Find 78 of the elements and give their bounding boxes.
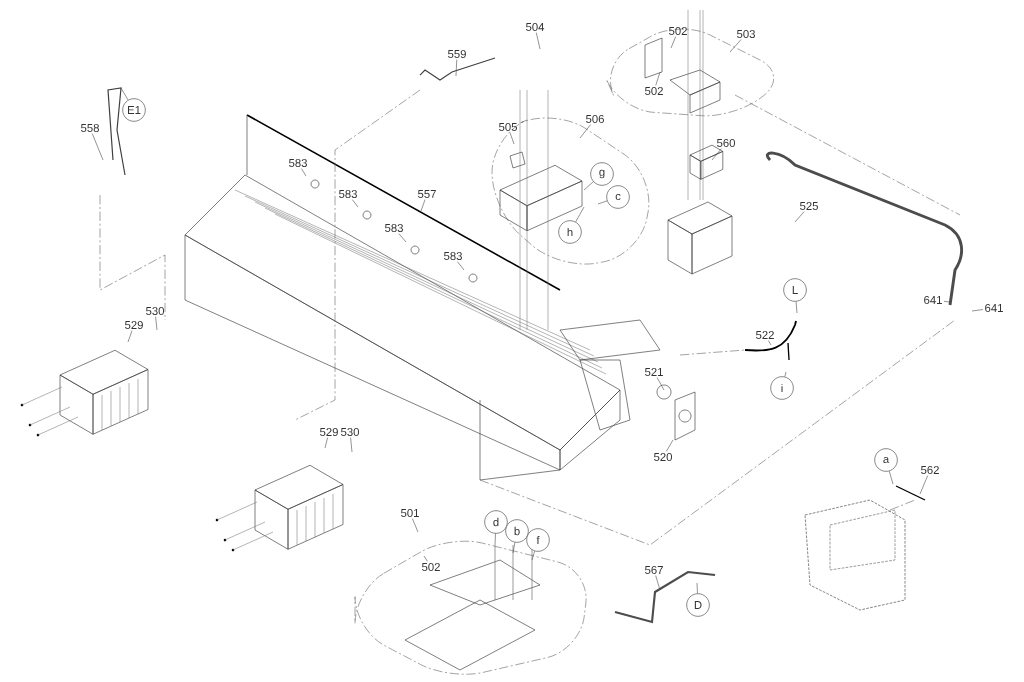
leader-line — [696, 582, 698, 594]
callout-number: 502 — [645, 87, 663, 95]
callout-number: 559 — [448, 50, 466, 58]
leader-line — [155, 316, 158, 331]
leader-line — [794, 211, 805, 223]
callout-number: 504 — [526, 23, 545, 31]
callout-letter: L — [783, 278, 807, 302]
callout-number: 583 — [289, 159, 307, 167]
leader-line — [597, 200, 608, 205]
leader-line — [509, 132, 515, 145]
callout-number: 562 — [921, 466, 939, 474]
leader-line — [398, 233, 407, 243]
leader-line — [971, 309, 984, 312]
leader-line — [423, 555, 428, 562]
leader-line — [420, 199, 426, 212]
leader-line — [92, 133, 104, 161]
leader-line — [457, 261, 465, 271]
callout-letter: g — [590, 162, 614, 186]
leader-line — [324, 437, 328, 449]
callout-letter: a — [874, 448, 898, 472]
leader-line — [656, 377, 665, 391]
leader-line — [889, 470, 894, 485]
callout-letter: E1 — [122, 98, 146, 122]
callout-number: 501 — [401, 509, 419, 517]
leader-line — [768, 340, 772, 346]
callout-number: 520 — [654, 453, 672, 461]
callout-letter: h — [558, 220, 582, 244]
callout-number: 567 — [645, 566, 663, 574]
callout-number: 529 — [320, 428, 338, 436]
leader-line — [350, 437, 353, 453]
callout-number: 522 — [756, 331, 774, 339]
callout-number: 502 — [669, 27, 687, 35]
callout-letter: b — [505, 519, 529, 543]
callout-number: 529 — [125, 321, 143, 329]
callout-letter: d — [484, 510, 508, 534]
leader-line — [711, 148, 722, 161]
callout-number: 525 — [800, 202, 818, 210]
leader-line — [412, 518, 419, 533]
callout-number: 583 — [385, 224, 403, 232]
leader-line — [512, 542, 516, 554]
leader-line — [655, 71, 661, 86]
leader-line — [536, 32, 541, 50]
callout-number: 521 — [645, 368, 663, 376]
leader-line — [531, 550, 535, 561]
callout-number: 558 — [81, 124, 99, 132]
leader-line — [352, 199, 359, 208]
callout-number: 560 — [717, 139, 735, 147]
callout-letter: D — [686, 593, 710, 617]
leader-line — [666, 439, 674, 452]
callout-number: 641 — [924, 296, 942, 304]
leader-line — [919, 475, 928, 495]
leader-line — [455, 59, 458, 77]
callout-letter: f — [526, 528, 550, 552]
leader-line — [583, 181, 594, 191]
leader-line — [301, 168, 307, 177]
callout-number: 506 — [586, 115, 604, 123]
leader-line — [575, 206, 585, 223]
leader-line — [795, 301, 798, 314]
callout-number: 583 — [339, 190, 357, 198]
leader-line — [784, 371, 787, 377]
leader-line — [494, 533, 496, 546]
leader-line — [670, 36, 676, 49]
leader-line — [729, 39, 742, 53]
callout-number: 583 — [444, 252, 462, 260]
callout-number: 557 — [418, 190, 436, 198]
callout-number: 530 — [341, 428, 359, 436]
callout-letter: i — [770, 376, 794, 400]
leader-line — [655, 575, 661, 591]
leader-line — [579, 124, 591, 139]
callout-number: 505 — [499, 123, 517, 131]
callout-number: 502 — [422, 563, 440, 571]
callout-number: 503 — [737, 30, 755, 38]
callout-letter: c — [606, 185, 630, 209]
leader-line — [127, 330, 133, 343]
leader-line — [120, 87, 129, 101]
callout-number: 641 — [985, 304, 1003, 312]
callout-number: 530 — [146, 307, 164, 315]
leader-line — [943, 301, 951, 303]
